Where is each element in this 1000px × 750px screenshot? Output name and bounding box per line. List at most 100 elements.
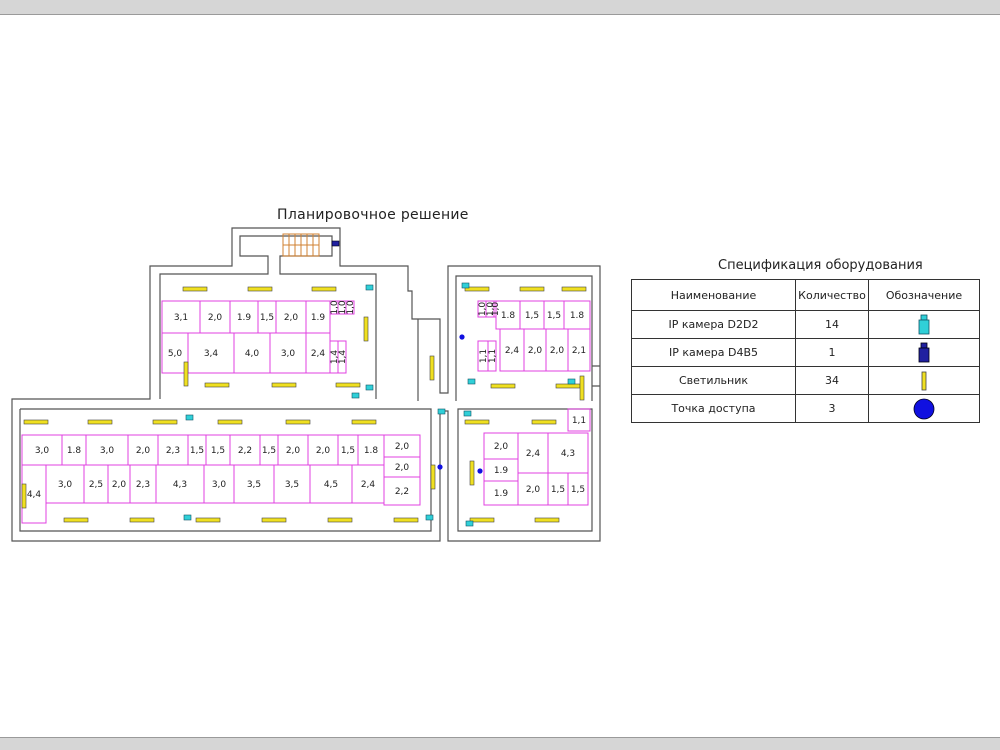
lamp-icon <box>363 316 369 342</box>
room-area-label: 2,0 <box>526 485 541 495</box>
spec-row-name: Светильник <box>631 366 796 395</box>
lamp-icon <box>217 419 243 425</box>
storage-room <box>567 472 589 506</box>
storage-room <box>567 408 591 432</box>
spec-row-name: Точка доступа <box>631 394 796 423</box>
room-area-label: 1,5 <box>211 446 225 456</box>
lamp-icon <box>561 286 587 292</box>
room-area-label: 2,4 <box>526 449 541 459</box>
room-area-label: 4,5 <box>324 480 338 490</box>
room-area-label: 1.9 <box>311 313 326 323</box>
spec-row-quantity: 14 <box>795 310 869 339</box>
room-area-label: 1,1 <box>488 349 498 363</box>
lamp-icon <box>469 517 495 523</box>
room-area-label: 1.8 <box>364 446 379 456</box>
access-point-icon <box>459 334 465 340</box>
ip-camera-d2d2-icon <box>425 514 434 521</box>
storage-room <box>567 328 591 372</box>
spec-row-symbol <box>868 366 980 395</box>
lamp-icon <box>335 382 361 388</box>
ip-camera-d2d2-icon <box>365 384 374 391</box>
room-area-label: 3,0 <box>58 480 73 490</box>
lamp-icon <box>429 355 435 381</box>
staircase <box>282 233 320 257</box>
room-area-label: 2,0 <box>112 480 127 490</box>
room-area-label: 2,5 <box>89 480 103 490</box>
room-area-label: 1,0 <box>486 302 496 317</box>
room-area-label: 4,3 <box>173 480 187 490</box>
lamp-icon <box>182 286 208 292</box>
storage-room <box>383 476 421 506</box>
room-area-label: 2,2 <box>395 487 409 497</box>
room-area-label: 3,1 <box>174 313 188 323</box>
lamp-icon <box>519 286 545 292</box>
ip-camera-d4b5-icon <box>918 342 930 362</box>
lamp-icon <box>534 517 560 523</box>
spec-row: Точка доступа 3 <box>631 394 980 423</box>
lamp-icon <box>87 419 113 425</box>
room-area-label: 2,0 <box>494 442 509 452</box>
ip-camera-d2d2-icon <box>365 284 374 291</box>
lamp-icon <box>921 371 927 390</box>
ip-camera-d2d2-icon <box>918 314 930 334</box>
room-area-label: 1.8 <box>570 311 585 321</box>
ip-camera-d2d2-icon <box>463 410 472 417</box>
storage-room <box>487 340 497 372</box>
room-area-label: 2,1 <box>572 346 586 356</box>
room-area-label: 4,0 <box>245 349 260 359</box>
room-area-label: 3,0 <box>281 349 296 359</box>
room-area-label: 1,1 <box>479 349 489 363</box>
lamp-icon <box>129 517 155 523</box>
room-area-label: 3,5 <box>247 480 261 490</box>
room-area-label: 3,4 <box>204 349 219 359</box>
room-area-label: 2,0 <box>284 313 299 323</box>
ip-camera-d2d2-icon <box>351 392 360 399</box>
lamp-icon <box>63 517 89 523</box>
lamp-icon <box>183 361 189 387</box>
room-area-label: 2,0 <box>208 313 223 323</box>
room-area-label: 2,4 <box>311 349 326 359</box>
ip-camera-d2d2-icon <box>461 282 470 289</box>
spec-title: Спецификация оборудования <box>718 258 923 273</box>
access-point-icon <box>913 398 935 419</box>
room-area-label: 1.8 <box>501 311 516 321</box>
access-point-icon <box>437 464 443 470</box>
room-area-label: 2,0 <box>395 463 410 473</box>
ip-camera-d2d2-icon <box>465 520 474 527</box>
lamp-icon <box>490 383 516 389</box>
access-point-icon <box>477 468 483 474</box>
room-area-label: 1,1 <box>572 416 586 426</box>
room-area-label: 2,2 <box>238 446 252 456</box>
room-area-label: 1,5 <box>547 311 561 321</box>
spec-row-symbol <box>868 394 980 423</box>
spec-row-symbol <box>868 310 980 339</box>
lamp-icon <box>430 464 436 490</box>
walls <box>11 227 601 542</box>
room-area-label: 1,5 <box>190 446 204 456</box>
room-area-label: 1,0 <box>478 302 488 317</box>
lamp-icon <box>464 419 490 425</box>
room-area-label: 1.9 <box>237 313 252 323</box>
lamp-icon <box>555 383 581 389</box>
plan-title: Планировочное решение <box>277 207 469 223</box>
room-area-label: 4,3 <box>561 449 575 459</box>
spec-col-quantity: Количество <box>795 279 869 311</box>
room-area-label: 2,0 <box>286 446 301 456</box>
spec-row: IP камера D4B5 1 <box>631 338 980 367</box>
room-area-label: 4,4 <box>27 490 42 500</box>
room-area-label: 2,4 <box>361 480 376 490</box>
lamp-icon <box>531 419 557 425</box>
ip-camera-d4b5-icon <box>331 240 340 247</box>
room-area-label: 1,5 <box>525 311 539 321</box>
lamp-icon <box>21 483 27 509</box>
spec-row-quantity: 34 <box>795 366 869 395</box>
lamp-icon <box>327 517 353 523</box>
room-area-label: 1,5 <box>262 446 276 456</box>
room-area-label: 1,5 <box>260 313 274 323</box>
room-area-label: 3,0 <box>212 480 227 490</box>
room-area-label: 1,5 <box>551 485 565 495</box>
room-area-label: 1,5 <box>341 446 355 456</box>
ip-camera-d2d2-icon <box>567 378 576 385</box>
lamp-icon <box>152 419 178 425</box>
room-area-label: 5,0 <box>168 349 183 359</box>
